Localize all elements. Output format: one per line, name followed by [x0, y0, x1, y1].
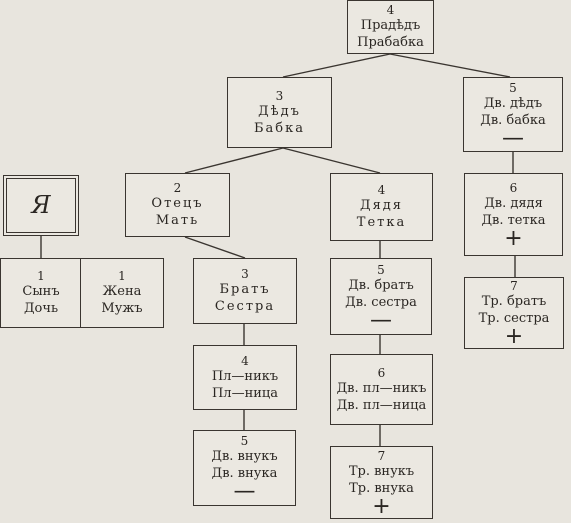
node-dv-brat: 5 Дв. братъ Дв. сестра —	[330, 258, 432, 335]
degree-mark: —	[502, 125, 524, 151]
degree-mark: +	[504, 225, 523, 251]
ego-label: Я	[31, 191, 51, 219]
node-female-label: Тетка	[356, 215, 407, 230]
node-number: 5	[240, 434, 249, 448]
node-female-label: Дв. сестра	[345, 294, 417, 310]
node-male-label: Жена	[102, 284, 142, 299]
node-number: 1	[37, 269, 45, 283]
node-number: 6	[509, 180, 518, 195]
node-female-label: Дв. бабка	[480, 112, 546, 128]
node-female-label: Прабабка	[357, 35, 424, 50]
node-male-label: Дв. внукъ	[211, 449, 278, 464]
node-number: 4	[241, 353, 249, 368]
node-male-label: Дядя	[360, 198, 403, 213]
node-male-label: Дѣдъ	[258, 103, 301, 119]
line-pradedt-dvded	[389, 53, 511, 78]
node-ya: Я	[3, 175, 79, 236]
node-dv-ded: 5 Дв. дѣдъ Дв. бабка —	[463, 77, 563, 152]
node-number: 1	[118, 269, 126, 283]
line-dedt-otets	[184, 147, 284, 174]
node-number: 3	[275, 88, 284, 103]
node-dyadya: 4 Дядя Тетка	[330, 173, 433, 241]
node-male-label: Дв. дѣдъ	[483, 95, 543, 111]
node-male-label: Пл—никъ	[211, 368, 279, 384]
node-female-label: Мужъ	[101, 301, 143, 316]
node-number: 4	[377, 183, 386, 197]
degree-mark: +	[372, 493, 391, 519]
node-tr-brat: 7 Тр. братъ Тр. сестра +	[464, 277, 564, 349]
node-otets: 2 Отецъ Мать	[125, 173, 230, 237]
node-female-label: Тр. внука	[349, 480, 414, 496]
node-female-label: Дочь	[23, 301, 59, 316]
line-otets-brat	[184, 236, 246, 259]
node-female-label: Бабка	[253, 120, 305, 136]
node-number: 7	[510, 279, 518, 293]
node-male-label: Дв. братъ	[348, 277, 414, 293]
node-number: 7	[377, 448, 386, 463]
node-number: 6	[377, 365, 386, 380]
line-dedt-dyadya	[282, 147, 381, 174]
node-dv-dyadya: 6 Дв. дядя Дв. тетка +	[464, 173, 563, 256]
node-male-label: Тр. братъ	[481, 294, 547, 309]
node-number: 4	[386, 3, 395, 17]
node-number: 3	[241, 267, 249, 281]
node-number: 5	[377, 262, 385, 277]
node-number: 2	[173, 181, 182, 195]
node-male-label: Отецъ	[151, 196, 204, 211]
degree-mark: —	[233, 479, 256, 504]
degree-mark: +	[504, 324, 524, 349]
node-zhena: 1 Жена Мужъ	[80, 258, 164, 328]
node-pradedt: 4 Прадѣдъ Прабабка	[347, 0, 434, 54]
node-male-label: Братъ	[219, 282, 271, 297]
node-female-label: Сестра	[214, 299, 276, 314]
degree-mark: —	[370, 307, 392, 333]
node-male-label: Тр. внукъ	[348, 463, 415, 479]
node-female-label: Дв. тетка	[481, 212, 546, 228]
node-syn: 1 Сынъ Дочь	[0, 258, 82, 328]
node-female-label: Дв. пл—ница	[336, 397, 427, 413]
node-male-label: Дв. пл—никъ	[336, 380, 427, 396]
node-female-label: Тр. сестра	[478, 311, 550, 326]
node-male-label: Сынъ	[22, 284, 60, 299]
line-pradedt-dedt	[282, 53, 391, 78]
node-dv-plemyannik: 6 Дв. пл—никъ Дв. пл—ница	[330, 354, 433, 425]
node-number: 5	[509, 80, 517, 95]
node-female-label: Дв. внука	[211, 466, 278, 481]
node-female-label: Мать	[155, 213, 200, 228]
node-plemyannik: 4 Пл—никъ Пл—ница	[193, 345, 297, 410]
node-male-label: Дв. дядя	[484, 195, 543, 211]
node-tr-vnuk: 7 Тр. внукъ Тр. внука +	[330, 446, 433, 519]
node-female-label: Пл—ница	[211, 385, 279, 401]
node-male-label: Прадѣдъ	[360, 18, 421, 33]
node-brat: 3 Братъ Сестра	[193, 258, 297, 324]
node-dv-vnuk: 5 Дв. внукъ Дв. внука —	[193, 430, 296, 506]
node-dedt: 3 Дѣдъ Бабка	[227, 77, 332, 148]
